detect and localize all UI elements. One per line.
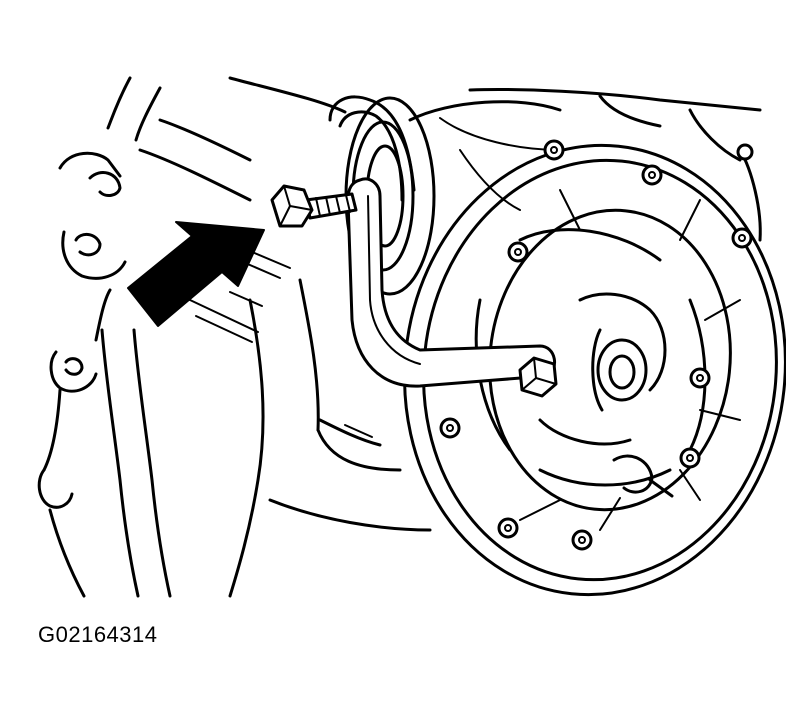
disc-bolts xyxy=(439,139,754,551)
housing-casing xyxy=(37,76,432,598)
bolt-head xyxy=(439,417,461,439)
highlighted-bolt xyxy=(270,184,358,228)
bolt-head xyxy=(497,517,519,539)
bracket xyxy=(346,177,556,388)
lower-bolt xyxy=(518,356,558,398)
figure-id-label: G02164314 xyxy=(38,622,158,647)
bolt-head xyxy=(543,139,565,161)
bolt-head xyxy=(571,529,593,551)
bolt-head xyxy=(736,143,754,161)
indicator-arrow xyxy=(127,221,265,327)
bolt-head xyxy=(507,241,529,263)
bolt-head xyxy=(689,367,711,389)
bolt-head xyxy=(641,164,663,186)
upper-flange xyxy=(328,88,762,242)
technical-illustration xyxy=(37,76,786,598)
bolt-head xyxy=(731,227,753,249)
bolt-head xyxy=(679,447,701,469)
